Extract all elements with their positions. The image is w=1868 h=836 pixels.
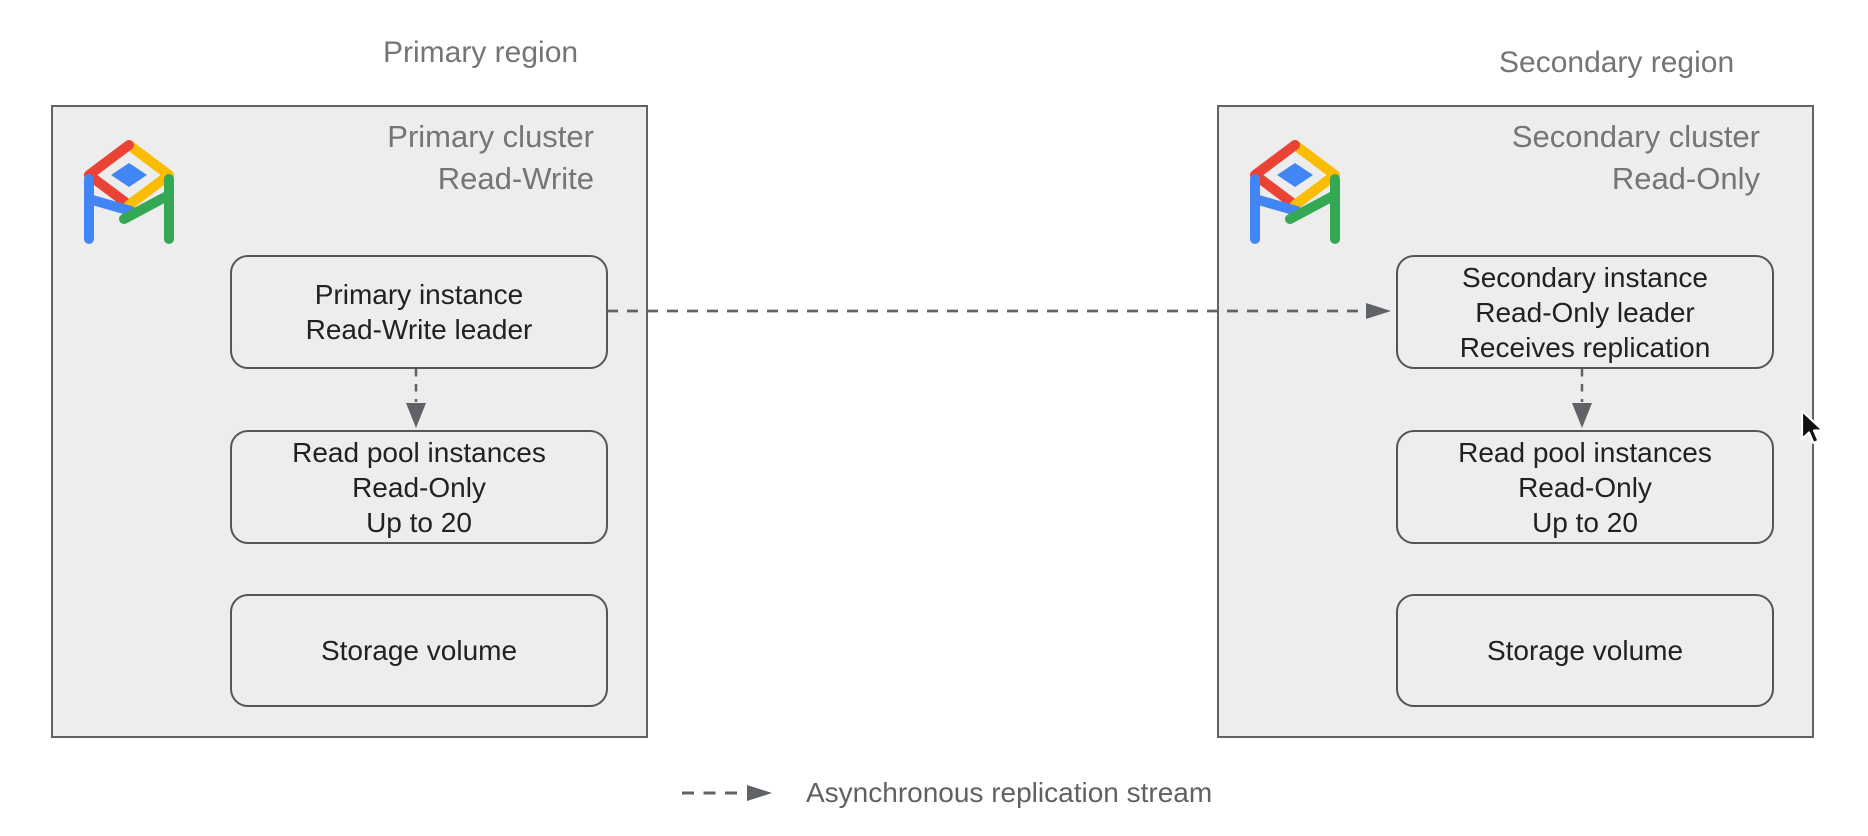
secondary-storage-volume-node: Storage volume <box>1396 594 1774 707</box>
cluster-title-line: Primary cluster <box>387 119 594 154</box>
secondary-read-pool-node: Read pool instances Read-Only Up to 20 <box>1396 430 1774 544</box>
cluster-title-line: Read-Write <box>437 161 594 196</box>
secondary-region-label: Secondary region <box>1499 46 1735 79</box>
node-line: Secondary instance <box>1462 261 1708 293</box>
cluster-title-line: Read-Only <box>1611 161 1760 196</box>
cluster-title-line: Secondary cluster <box>1511 119 1760 154</box>
node-line: Primary instance <box>314 279 524 310</box>
node-line: Read pool instances <box>1458 436 1712 468</box>
secondary-cluster-panel: Secondary cluster Read-Only Secondary in… <box>1217 105 1814 738</box>
primary-cluster-panel: Primary cluster Read-Write Primary insta… <box>51 105 648 738</box>
primary-cluster-title: Primary cluster Read-Write <box>387 116 594 200</box>
legend-label: Asynchronous replication stream <box>806 777 1213 808</box>
node-line: Receives replication <box>1459 331 1711 363</box>
node-line: Up to 20 <box>1532 506 1638 538</box>
node-line: Read-Only leader <box>1475 296 1695 328</box>
node-line: Storage volume <box>320 635 518 666</box>
mouse-cursor-icon <box>1800 409 1825 445</box>
node-line: Read pool instances <box>292 436 546 468</box>
legend-arrow-sample <box>682 785 772 801</box>
node-line: Read-Only <box>352 471 486 503</box>
node-line: Read-Only <box>1518 471 1652 503</box>
primary-instance-node: Primary instance Read-Write leader <box>230 255 608 369</box>
node-line: Up to 20 <box>366 506 472 538</box>
secondary-instance-node: Secondary instance Read-Only leader Rece… <box>1396 255 1774 369</box>
alloydb-logo-icon <box>1250 140 1340 244</box>
node-line: Read-Write leader <box>305 314 533 345</box>
node-line: Storage volume <box>1486 635 1684 666</box>
primary-read-pool-node: Read pool instances Read-Only Up to 20 <box>230 430 608 544</box>
alloydb-logo-icon <box>84 140 174 244</box>
secondary-cluster-title: Secondary cluster Read-Only <box>1512 116 1760 200</box>
primary-region-label: Primary region <box>383 36 579 69</box>
primary-storage-volume-node: Storage volume <box>230 594 608 707</box>
